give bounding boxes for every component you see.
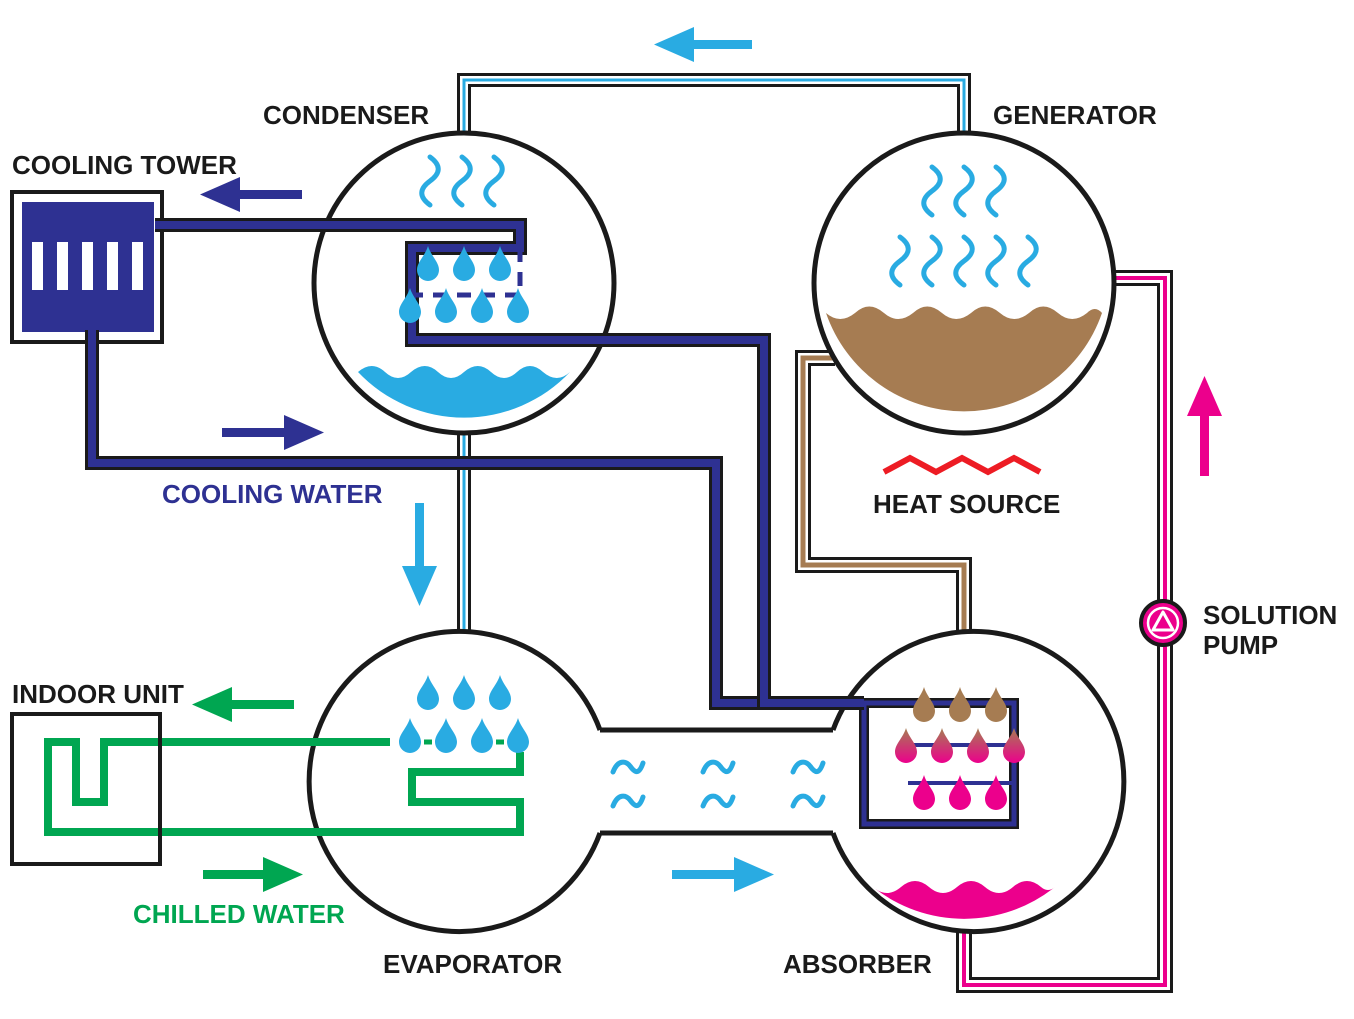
arrow-chilled-water-to-indoor <box>192 687 294 722</box>
label-condenser: CONDENSER <box>263 100 429 130</box>
strong-solution-pipe <box>956 270 1173 993</box>
arrow-solution-up <box>1187 376 1222 476</box>
label-evaporator: EVAPORATOR <box>383 949 562 979</box>
label-heat-source: HEAT SOURCE <box>873 489 1060 519</box>
refrigerant-vapor-pipe <box>457 73 971 150</box>
weak-solution-pipe <box>795 350 972 640</box>
arrow-refrigerant-down <box>402 503 437 606</box>
label-solution-pump-line1: SOLUTION <box>1203 600 1337 630</box>
refrigerant-vapor-tildes <box>613 762 823 806</box>
arrow-chilled-water-return <box>203 857 303 892</box>
label-absorber: ABSORBER <box>783 949 932 979</box>
arrow-refrigerant-vapor-left <box>654 27 752 62</box>
label-solution-pump-line2: PUMP <box>1203 630 1278 660</box>
chilled-water-pipe <box>44 738 524 836</box>
cooling-tower <box>10 190 164 344</box>
label-cooling-water: COOLING WATER <box>162 479 383 509</box>
arrow-cooling-water-to-tower <box>200 177 302 212</box>
generator-vessel <box>811 130 1117 436</box>
arrow-cooling-water-right <box>222 415 324 450</box>
arrow-vapor-to-absorber <box>672 857 774 892</box>
heat-source-zigzag <box>882 454 1042 476</box>
label-indoor-unit: INDOOR UNIT <box>12 679 184 709</box>
label-cooling-tower: COOLING TOWER <box>12 150 237 180</box>
solution-pump-icon <box>1139 599 1187 647</box>
label-generator: GENERATOR <box>993 100 1157 130</box>
indoor-unit-box <box>10 712 162 866</box>
condenser-vessel <box>311 130 617 436</box>
label-chilled-water: CHILLED WATER <box>133 899 345 929</box>
evaporator-vessel <box>306 629 603 934</box>
vapor-duct <box>600 727 833 836</box>
